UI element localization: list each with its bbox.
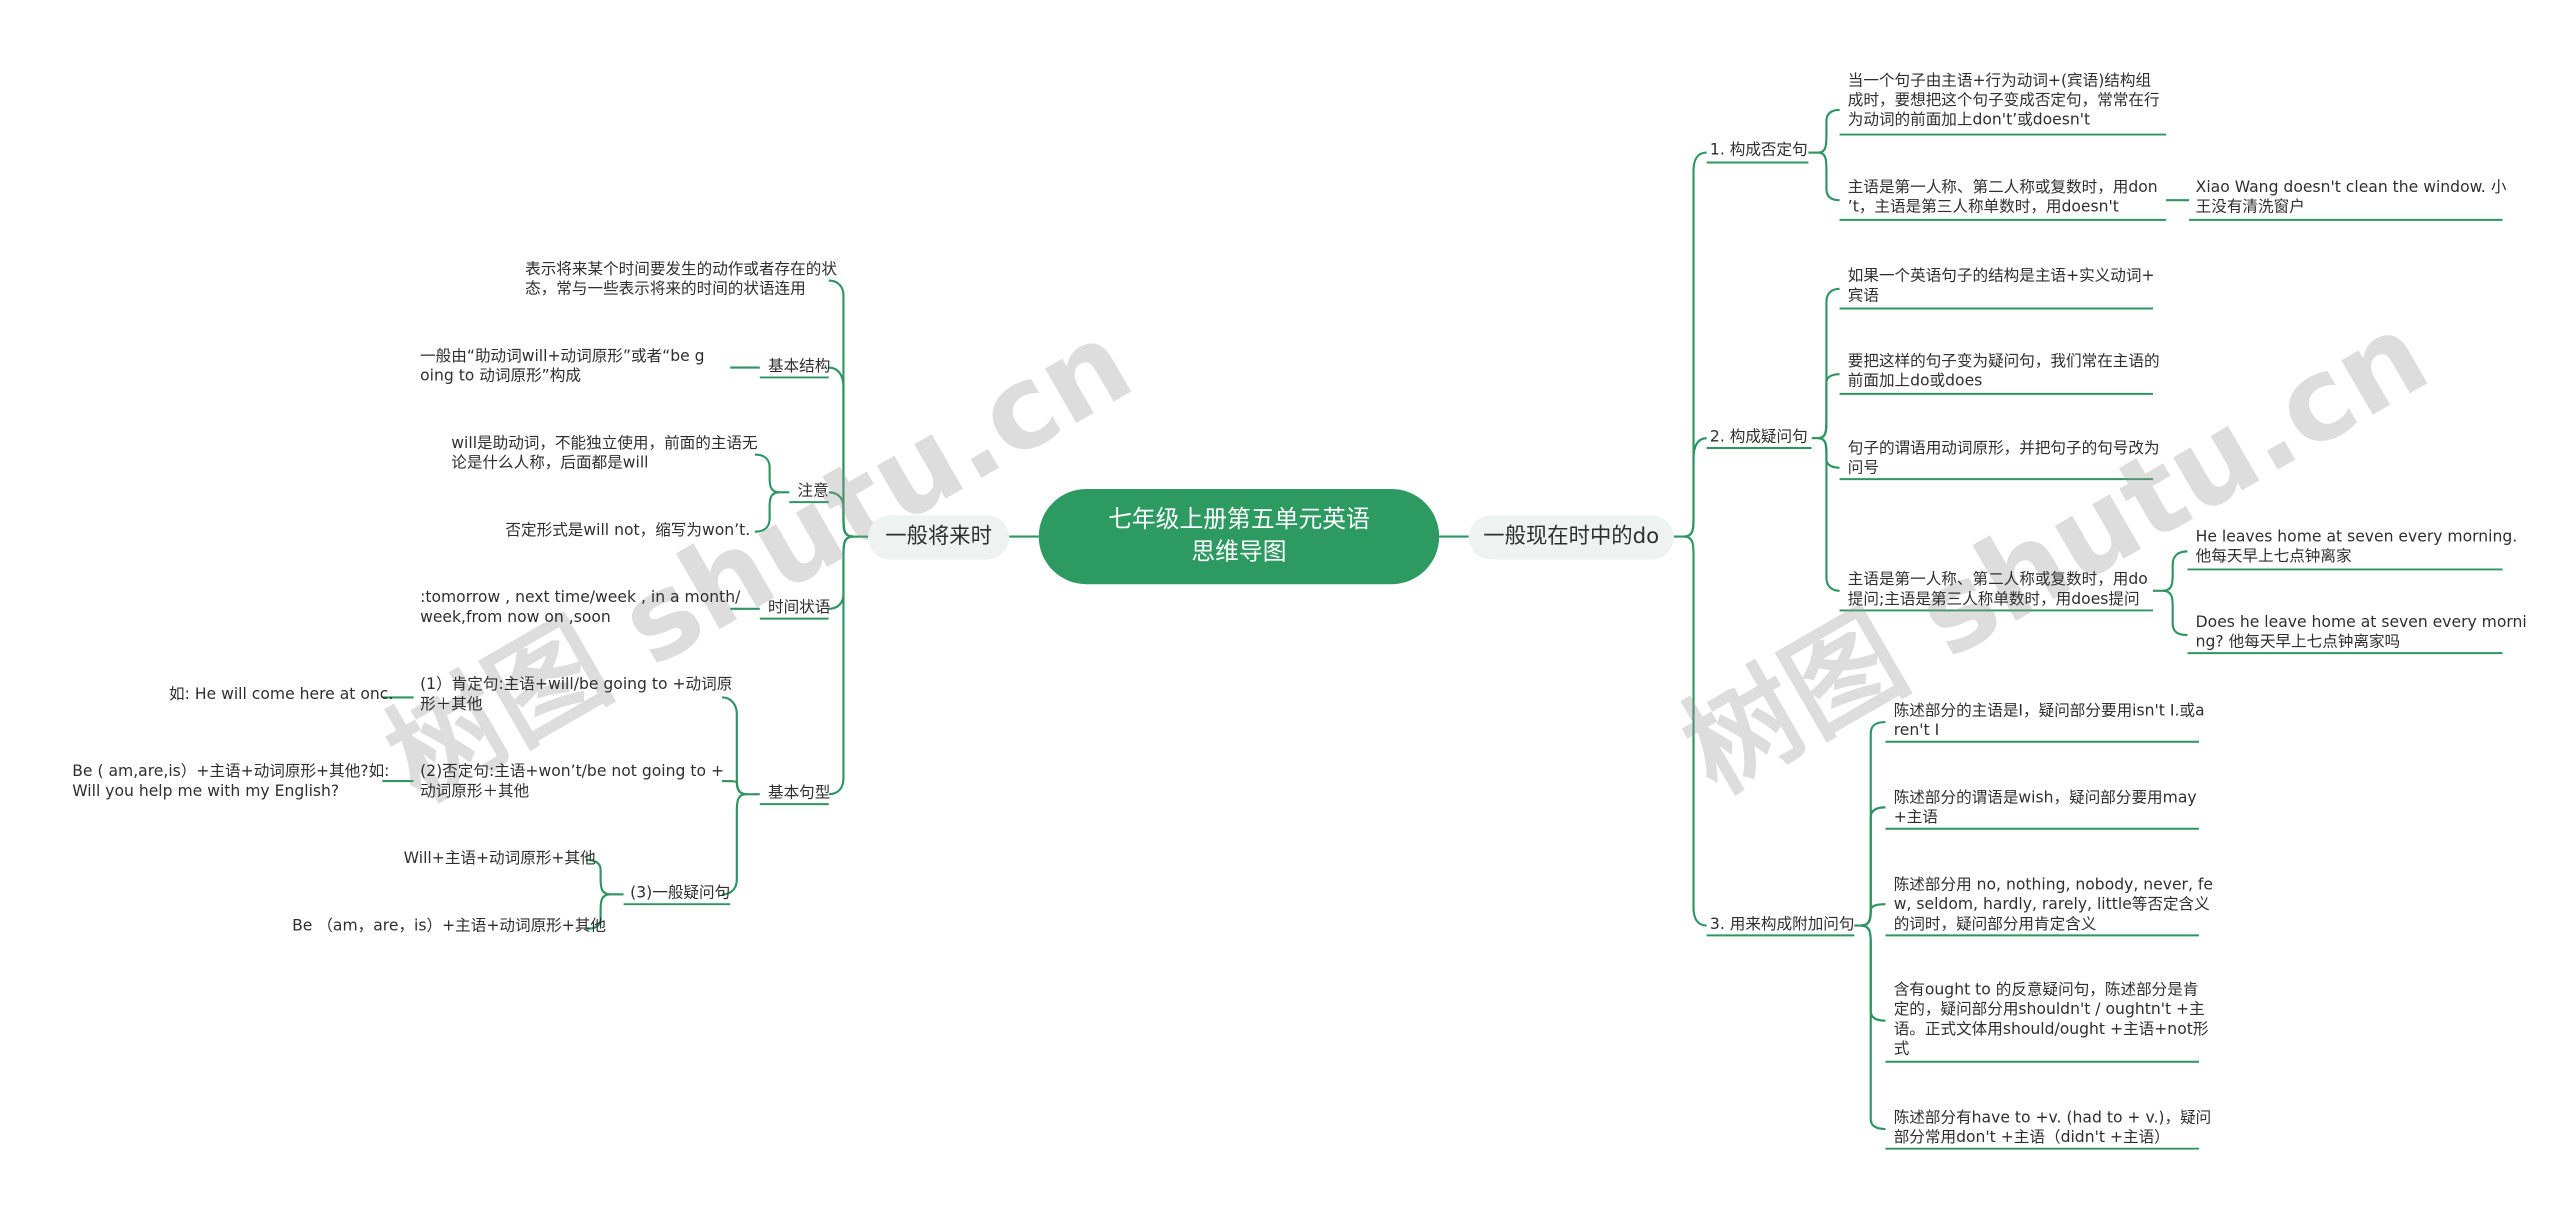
leaf-affirmative[interactable]: (1）肯定句:主语+will/be going to +动词原 形＋其他 (420, 676, 733, 714)
leaf-note[interactable]: 含有ought to 的反意疑问句，陈述部分是肯 定的，疑问部分用shouldn… (1893, 981, 2209, 1059)
leaf-note[interactable]: 要把这样的句子变为疑问句，我们常在主语的 前面加上do或does (1847, 352, 2160, 391)
leaf-note[interactable]: 陈述部分的谓语是wish，疑问部分要用may +主语 (1893, 789, 2197, 828)
leaf-definition[interactable]: 表示将来某个时间要发生的动作或者存在的状 态，常与一些表示将来的时间的状语连用 (525, 260, 837, 299)
group-basic-structure[interactable]: 基本结构 (767, 357, 831, 376)
root-topic[interactable]: 七年级上册第五单元英语 思维导图 (1038, 489, 1440, 585)
leaf-note[interactable]: 句子的谓语用动词原形，并把句子的句号改为 问号 (1847, 439, 2160, 478)
leaf-note[interactable]: Be （am，are，is）+主语+动词原形+其他 (292, 917, 607, 936)
leaf-note[interactable]: 如果一个英语句子的结构是主语+实义动词+ 宾语 (1847, 267, 2155, 306)
leaf-note[interactable]: 一般由“助动词will+动词原形”或者“be g oing to 动词原形”构成 (420, 347, 705, 386)
leaf-note[interactable]: 主语是第一人称、第二人称或复数时，用don ’t，主语是第三人称单数时，用doe… (1847, 178, 2158, 217)
leaf-example[interactable]: Xiao Wang doesn't clean the window. 小 王没… (2195, 178, 2507, 217)
group-note[interactable]: 注意 (797, 482, 829, 501)
leaf-example[interactable]: Be ( am,are,is）+主语+动词原形+其他?如: Will you h… (72, 763, 390, 801)
leaf-example[interactable]: He leaves home at seven every morning. 他… (2195, 528, 2518, 567)
leaf-note[interactable]: will是助动词，不能独立使用，前面的主语无 论是什么人称，后面都是will (451, 434, 758, 473)
leaf-negative[interactable]: (2)否定句:主语+won’t/be not going to + 动词原形＋其… (420, 763, 725, 801)
leaf-note[interactable]: 陈述部分有have to +v. (had to + v.)，疑问 部分常用do… (1893, 1109, 2212, 1148)
group-time-adverbials[interactable]: 时间状语 (767, 598, 831, 618)
group-basic-sentences[interactable]: 基本句型 (767, 784, 831, 803)
leaf-note[interactable]: 陈述部分的主语是I，疑问部分要用isn't I.或a ren't I (1893, 702, 2205, 741)
group-negative-sentence[interactable]: 1. 构成否定句 (1709, 141, 1808, 160)
branch-present-do[interactable]: 一般现在时中的do (1468, 515, 1674, 560)
leaf-note[interactable]: 否定形式是will not，缩写为won’t. (505, 521, 751, 540)
leaf-example[interactable]: 如: He will come here at onc. (169, 685, 394, 704)
group-general-question[interactable]: (3)一般疑问句 (630, 884, 731, 903)
group-tag-question[interactable]: 3. 用来构成附加问句 (1709, 915, 1855, 934)
leaf-note[interactable]: 当一个句子由主语+行为动词+(宾语)结构组 成时，要想把这个句子变成否定句，常常… (1847, 72, 2160, 130)
leaf-note[interactable]: Will+主语+动词原形+其他 (403, 850, 596, 869)
leaf-note[interactable]: 陈述部分用 no, nothing, nobody, never, fe w, … (1893, 876, 2213, 934)
leaf-example[interactable]: Does he leave home at seven every morni … (2195, 613, 2527, 652)
leaf-note[interactable]: :tomorrow , next time/week , in a month/… (420, 589, 741, 627)
group-question-sentence[interactable]: 2. 构成疑问句 (1709, 428, 1808, 447)
branch-future-tense[interactable]: 一般将来时 (868, 515, 1010, 560)
leaf-note[interactable]: 主语是第一人称、第二人称或复数时，用do 提问;主语是第三人称单数时，用does… (1847, 571, 2148, 609)
